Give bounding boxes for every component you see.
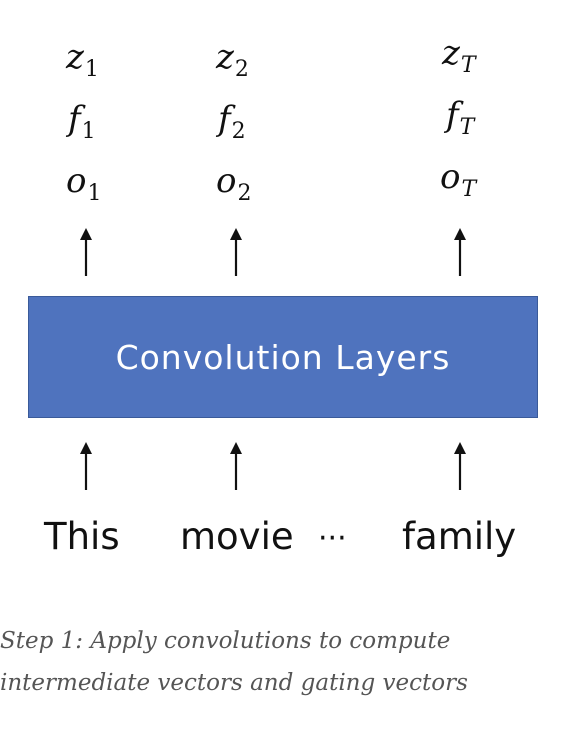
input-word-family: family <box>402 515 517 558</box>
oT-label: oT <box>440 157 477 202</box>
figure-caption: Step 1: Apply convolutions to compute in… <box>0 620 560 704</box>
o2-label: o2 <box>216 161 252 206</box>
up-arrow-icon <box>230 228 242 276</box>
f1-label: f1 <box>68 99 96 144</box>
input-word-movie: movie <box>180 515 294 558</box>
convolution-layers-box: Convolution Layers <box>28 296 538 418</box>
caption-line-2: intermediate vectors and gating vectors <box>0 670 468 696</box>
caption-line-1: Step 1: Apply convolutions to compute <box>0 628 451 654</box>
input-word-this: This <box>44 515 120 558</box>
z1-label: z1 <box>66 37 99 82</box>
up-arrow-icon <box>454 442 466 490</box>
zT-label: zT <box>442 33 476 78</box>
f2-label: f2 <box>218 99 246 144</box>
up-arrow-icon <box>80 442 92 490</box>
z2-label: z2 <box>216 37 249 82</box>
convolution-layers-label: Convolution Layers <box>115 337 451 377</box>
up-arrow-icon <box>230 442 242 490</box>
o1-label: o1 <box>66 161 102 206</box>
input-ellipsis: ··· <box>318 521 347 556</box>
up-arrow-icon <box>80 228 92 276</box>
up-arrow-icon <box>454 228 466 276</box>
fT-label: fT <box>446 95 475 140</box>
